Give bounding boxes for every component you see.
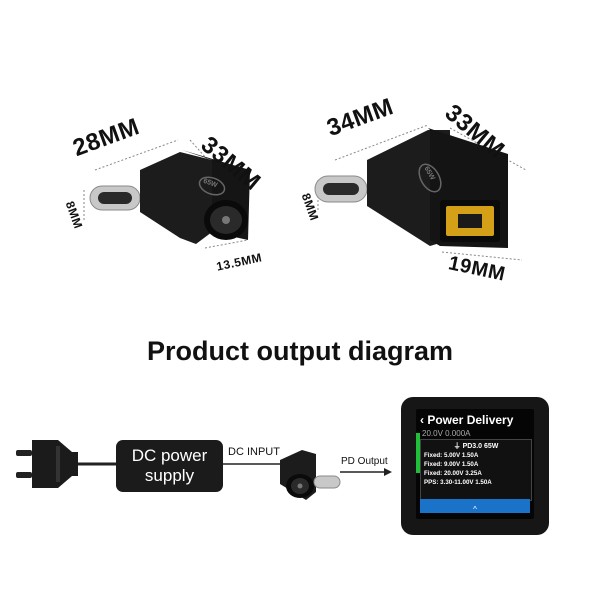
up-caret-icon: ^ [473, 505, 477, 514]
diagram-heading: Product output diagram [147, 336, 453, 366]
badge-outline [198, 176, 226, 196]
plug-grip [56, 446, 60, 482]
plug-prong-top [16, 450, 32, 456]
barrel-pin [222, 216, 230, 224]
left-adapter-body [140, 152, 212, 244]
usb-c-plug-inner [98, 192, 132, 204]
pd-row: PPS: 3.30-11.00V 1.50A [424, 479, 492, 486]
usb-c-plug-inner [323, 183, 359, 195]
pd-header-text: PD3.0 65W [462, 443, 499, 450]
guide-line [94, 139, 179, 171]
square-port-pin [458, 214, 482, 228]
right-adapter-body [367, 130, 450, 246]
green-bar [416, 433, 420, 473]
arrow-head [384, 468, 392, 476]
pd-info-panel: ⏚ PD3.0 65W Fixed: 5.00V 1.50A Fixed: 9.… [420, 439, 532, 501]
dc-power-supply-box: DC power supply [116, 440, 223, 492]
back-chevron-icon: ‹ [420, 413, 428, 427]
left-adapter-illustration [83, 139, 250, 249]
pd-header: ⏚ PD3.0 65W [421, 442, 531, 451]
dc-input-label: DC INPUT [228, 446, 280, 458]
left-adapter-group: 65W 28MM 33MM 8MM 13.5MM [0, 0, 300, 300]
pd-output-label: PD Output [341, 456, 388, 467]
guide-line [441, 251, 523, 261]
usb-tester-device: ‹ Power Delivery 20.0V 0.000A ⏚ PD3.0 65… [401, 397, 549, 535]
badge-outline [418, 163, 442, 193]
plug-icon: ⏚ [453, 443, 463, 450]
tester-title: ‹ Power Delivery [420, 413, 513, 427]
right-adapter-illustration [314, 124, 527, 261]
blue-bar [420, 499, 530, 513]
pd-row: Fixed: 9.00V 1.50A [424, 461, 479, 468]
tester-subtitle: 20.0V 0.000A [422, 429, 471, 438]
psu-label-line2: supply [144, 466, 195, 485]
output-diagram [16, 440, 392, 500]
tester-screen: ‹ Power Delivery 20.0V 0.000A ⏚ PD3.0 65… [416, 409, 534, 519]
plug-body [32, 440, 78, 488]
right-adapter-group: 65W 34MM 33MM 8MM 19MM [290, 0, 600, 300]
plug-prong-bottom [16, 472, 32, 478]
small-adapter [280, 450, 341, 500]
guide-line [204, 239, 249, 249]
guide-line [334, 124, 429, 161]
guide-line [449, 127, 527, 171]
pd-row: Fixed: 5.00V 1.50A [424, 452, 479, 459]
pd-row: Fixed: 20.00V 3.25A [424, 470, 482, 477]
tester-title-text: Power Delivery [427, 413, 514, 427]
psu-label-line1: DC power [131, 446, 208, 465]
